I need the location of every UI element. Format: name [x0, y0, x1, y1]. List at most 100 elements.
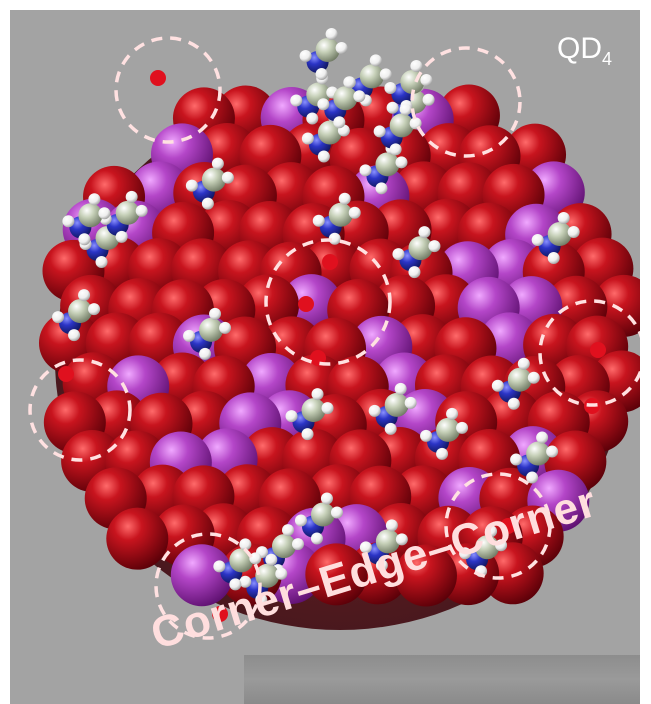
carbon-atom	[436, 417, 461, 442]
hydrogen-atom	[420, 429, 433, 442]
carbon-atom	[68, 299, 93, 324]
hydrogen-atom	[219, 321, 232, 334]
hydrogen-atom	[88, 303, 101, 316]
highlight-circle	[538, 299, 640, 407]
hydrogen-atom	[211, 157, 224, 170]
hydrogen-atom	[229, 578, 242, 591]
hydrogen-atom	[301, 428, 314, 441]
highlight-circle	[28, 358, 132, 462]
hydrogen-atom	[68, 329, 81, 342]
hydrogen-atom	[527, 371, 540, 384]
hydrogen-atom	[392, 248, 405, 261]
hydrogen-atom	[404, 396, 417, 409]
carbon-atom	[255, 563, 280, 588]
hydrogen-atom	[399, 103, 412, 116]
carbon-atom	[301, 398, 326, 423]
hydrogen-atom	[338, 192, 351, 205]
hydrogen-atom	[436, 447, 449, 460]
hydrogen-atom	[418, 226, 431, 239]
highlight-circle	[264, 238, 392, 366]
hydrogen-atom	[507, 397, 520, 410]
hydrogen-atom	[359, 164, 372, 177]
hydrogen-atom	[125, 190, 138, 203]
oxygen-atom	[305, 543, 368, 606]
hydrogen-atom	[422, 93, 435, 106]
hydrogen-atom	[510, 453, 523, 466]
oxygen-ligand-atom	[500, 518, 516, 534]
hydrogen-atom	[330, 506, 343, 519]
hydrogen-atom	[353, 90, 366, 103]
carbon-atom	[199, 317, 224, 342]
hydrogen-atom	[335, 41, 348, 54]
hydrogen-atom	[299, 49, 312, 62]
iodine-atom	[170, 544, 233, 607]
hydrogen-atom	[375, 559, 388, 572]
highlight-circle	[444, 472, 552, 580]
qd-label-main: QD	[556, 32, 602, 65]
oxygen-ligand-atom	[212, 606, 228, 622]
hydrogen-atom	[420, 73, 433, 86]
figure-panel: Corner–Edge–Corner QD4	[10, 10, 640, 704]
hydrogen-atom	[375, 182, 388, 195]
hydrogen-atom	[491, 379, 504, 392]
hydrogen-atom	[265, 553, 278, 566]
hydrogen-atom	[312, 214, 325, 227]
hydrogen-atom	[408, 266, 421, 279]
carbon-atom	[315, 37, 340, 62]
carbon-atom	[384, 392, 409, 417]
hydrogen-atom	[386, 101, 399, 114]
hydrogen-atom	[310, 532, 323, 545]
hydrogen-atom	[199, 347, 212, 360]
carbon-atom	[375, 529, 400, 554]
hydrogen-atom	[567, 226, 580, 239]
hydrogen-atom	[373, 125, 386, 138]
qd-label-subscript: 4	[601, 49, 612, 69]
oxygen-ligand-atom	[322, 254, 338, 270]
carbon-atom	[328, 202, 353, 227]
carbon-atom	[359, 64, 384, 89]
hydrogen-atom	[306, 112, 319, 125]
hydrogen-atom	[384, 81, 397, 94]
hydrogen-atom	[249, 552, 262, 565]
carbon-atom	[272, 534, 296, 559]
oxygen-atom	[394, 544, 457, 607]
hydrogen-atom	[394, 382, 407, 395]
oxygen-atom	[106, 507, 169, 570]
hydrogen-atom	[78, 233, 91, 246]
hydrogen-atom	[255, 593, 268, 606]
hydrogen-atom	[290, 94, 303, 107]
hydrogen-atom	[315, 67, 328, 80]
hydrogen-atom	[359, 541, 372, 554]
hydrogen-atom	[321, 402, 334, 415]
hydrogen-atom	[517, 357, 530, 370]
highlight-circle	[114, 36, 222, 144]
oxygen-ligand-atom	[298, 296, 314, 312]
carbon-atom	[78, 203, 103, 228]
hydrogen-atom	[495, 539, 508, 552]
hydrogen-atom	[557, 212, 570, 225]
hydrogen-atom	[348, 206, 361, 219]
oxygen-ligand-atom	[58, 366, 74, 382]
hydrogen-atom	[385, 519, 398, 532]
highlight-circle	[410, 46, 522, 158]
carbon-atom	[475, 535, 500, 560]
hydrogen-atom	[343, 76, 356, 89]
hydrogen-atom	[459, 547, 472, 560]
oxygen-ligand-atom	[150, 70, 166, 86]
hydrogen-atom	[333, 116, 346, 129]
hydrogen-atom	[292, 538, 304, 551]
carbon-atom	[375, 152, 400, 177]
nanocrystal-render	[28, 27, 640, 640]
hydrogen-atom	[294, 514, 307, 527]
hydrogen-atom	[135, 204, 148, 217]
hydrogen-atom	[379, 68, 392, 81]
hydrogen-atom	[88, 193, 101, 206]
hydrogen-atom	[301, 132, 314, 145]
hydrogen-atom	[209, 307, 222, 320]
hydrogen-atom	[531, 234, 544, 247]
hydrogen-atom	[95, 255, 108, 268]
highlight-circle	[154, 532, 262, 640]
hydrogen-atom	[98, 207, 111, 220]
hydrogen-atom	[368, 404, 381, 417]
hydrogen-atom	[485, 525, 498, 538]
